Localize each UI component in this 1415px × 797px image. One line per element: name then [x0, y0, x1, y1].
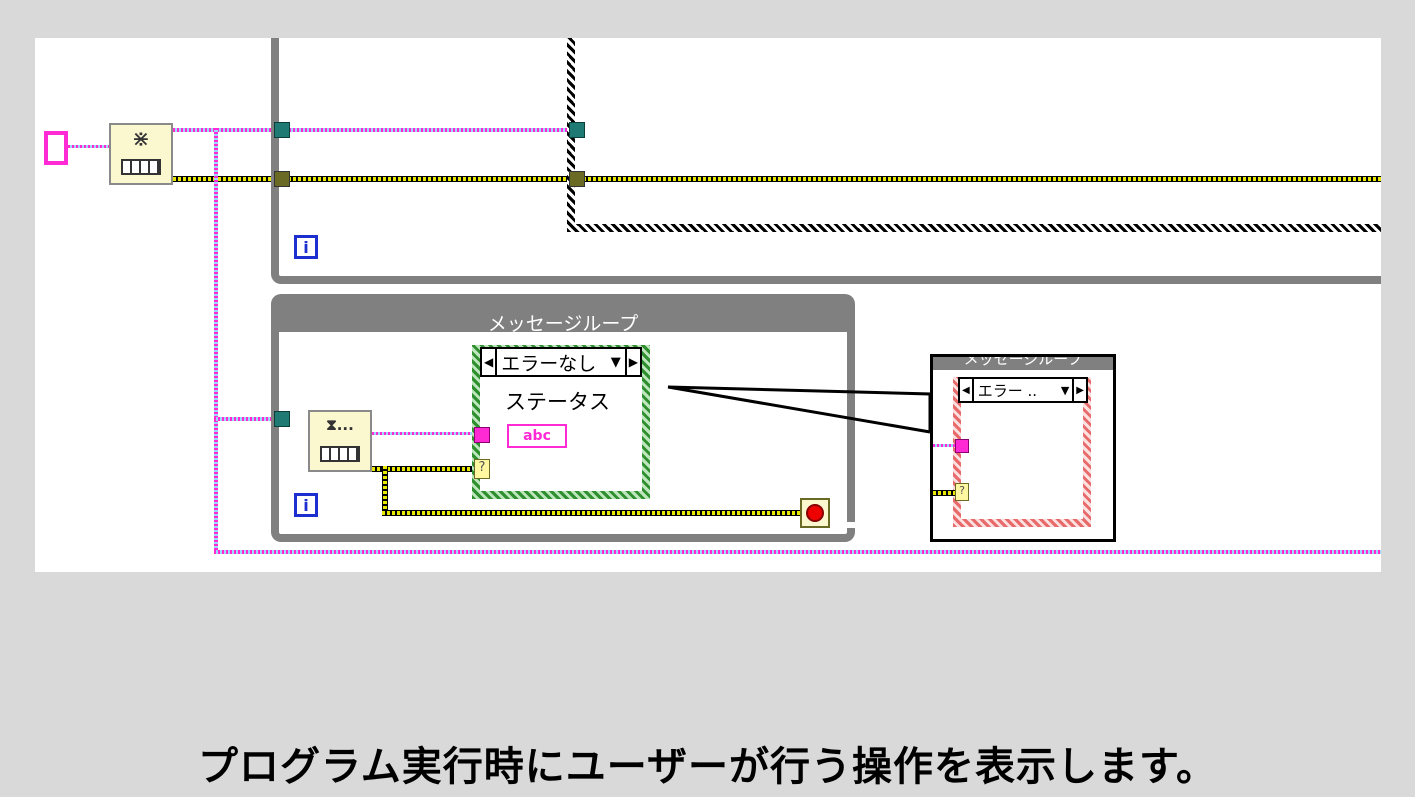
- wire-queue-ref-top: [173, 128, 573, 132]
- message-loop-iteration-terminal: i: [294, 493, 318, 517]
- top-loop-tunnel-queue: [274, 122, 290, 138]
- case-selector-value: エラーなし: [501, 352, 597, 375]
- case-error-selector-terminal: ?: [474, 459, 490, 479]
- callout-title: メッセージループ: [963, 357, 1083, 368]
- queue-out-icon: [320, 446, 360, 462]
- wire-queue-ref-bottom: [214, 550, 1381, 554]
- dequeue-element-node[interactable]: ⧗...: [308, 410, 372, 472]
- status-label: ステータス: [505, 390, 610, 414]
- wire-queue-ref-vertical: [214, 128, 218, 554]
- inner-event-structure[interactable]: [567, 38, 1381, 232]
- callout-case-value: エラー ..: [977, 381, 1038, 400]
- queue-icon: [121, 159, 161, 175]
- case-tunnel-string: [474, 427, 490, 443]
- top-while-loop[interactable]: [271, 38, 1381, 284]
- case-prev-arrow[interactable]: ◀: [482, 349, 498, 375]
- block-diagram-canvas[interactable]: ⋇ i メッセージループ i ⧗... ◀ エラーなし ▼ ▶ ステータス ab…: [35, 38, 1381, 572]
- callout-prev-arrow: ◀: [960, 379, 974, 401]
- case-dropdown-icon[interactable]: ▼: [610, 354, 621, 370]
- dequeue-glyph: ⧗...: [326, 416, 354, 434]
- callout-box: メッセージループ ◀ エラー .. ▼ ▶ ?: [930, 354, 1116, 542]
- wire-element-out: [372, 432, 474, 435]
- callout-string-wire: [933, 444, 955, 447]
- queue-name-control[interactable]: [44, 131, 68, 165]
- callout-title-bar: メッセージループ: [933, 357, 1113, 370]
- status-string-indicator[interactable]: abc: [507, 424, 567, 448]
- obtain-queue-node[interactable]: ⋇: [109, 123, 173, 185]
- obtain-queue-glyph: ⋇: [131, 127, 151, 152]
- case-selector[interactable]: ◀ エラーなし ▼ ▶: [480, 347, 642, 377]
- stop-terminal[interactable]: [800, 498, 830, 528]
- stop-icon: [806, 504, 824, 522]
- top-loop-iteration-terminal: i: [294, 235, 318, 259]
- wire-error-to-case: [372, 466, 474, 472]
- message-loop-title: メッセージループ: [487, 313, 639, 335]
- callout-pointer: [667, 385, 932, 434]
- status-string-indicator-label: abc: [523, 428, 551, 444]
- wire-queue-ref-message-loop: [214, 417, 284, 421]
- caption-text: プログラム実行時にユーザーが行う操作を表示します。: [198, 744, 1217, 790]
- callout-next-arrow: ▶: [1072, 379, 1086, 401]
- callout-case-selector: ◀ エラー .. ▼ ▶: [958, 377, 1088, 403]
- callout-error-wire: [933, 490, 955, 496]
- message-loop-tunnel-queue: [274, 411, 290, 427]
- callout-error-selector-terminal: ?: [955, 483, 969, 501]
- inner-structure-tunnel-error: [569, 171, 585, 187]
- message-loop-bottom-gap: [847, 522, 857, 528]
- inner-structure-tunnel-queue: [569, 122, 585, 138]
- callout-string-tunnel: [955, 439, 969, 453]
- wire-queue-name: [68, 145, 110, 148]
- wire-error-to-stop: [382, 510, 802, 516]
- callout-dropdown-icon: ▼: [1060, 383, 1070, 397]
- wire-error-down: [382, 466, 388, 514]
- top-loop-tunnel-error: [274, 171, 290, 187]
- case-next-arrow[interactable]: ▶: [624, 349, 640, 375]
